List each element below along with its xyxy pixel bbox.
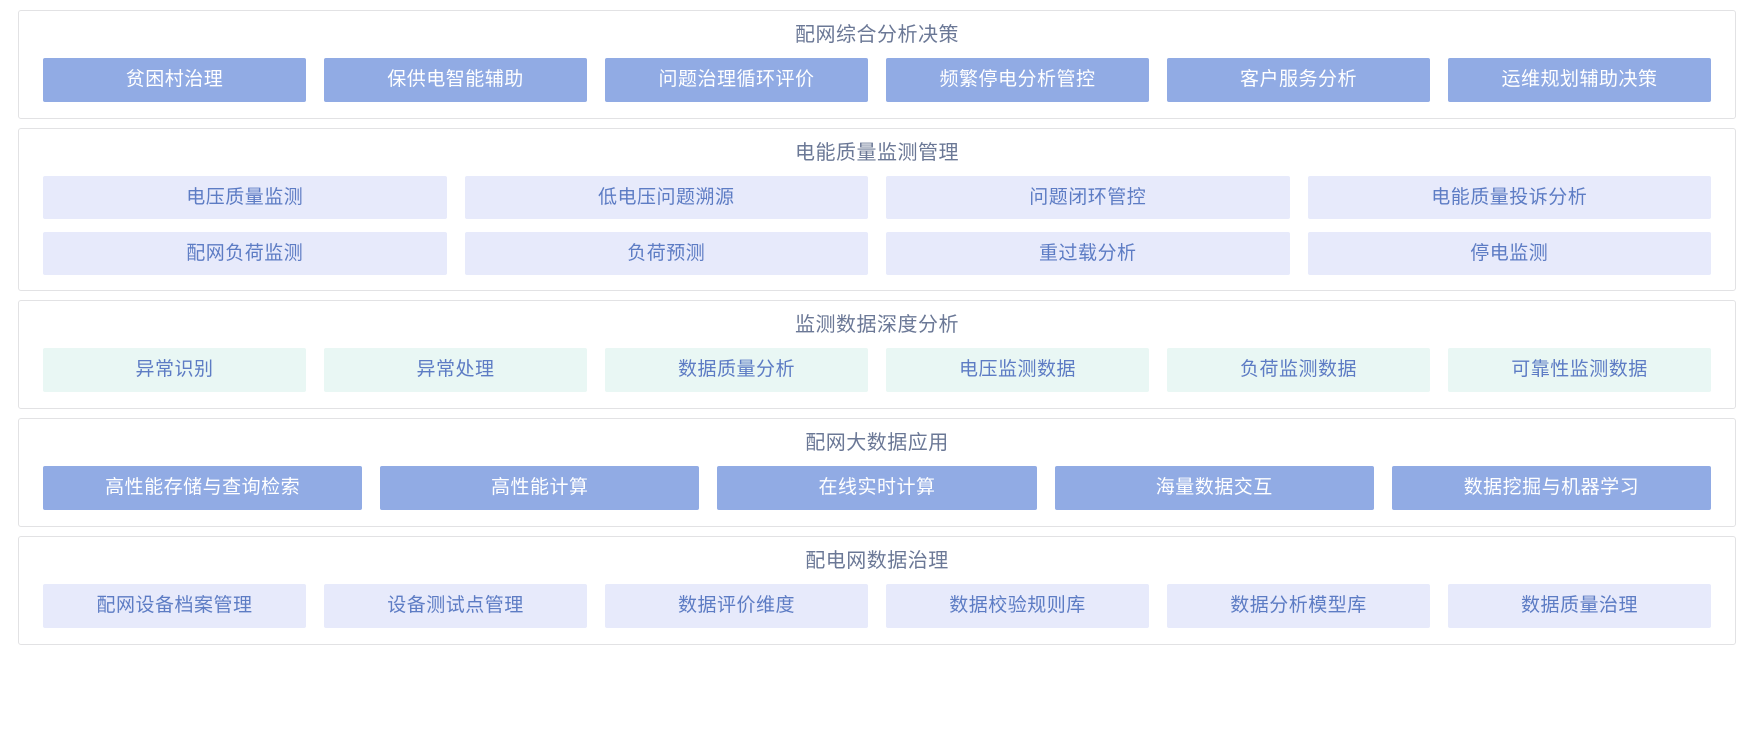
tile-button[interactable]: 负荷监测数据 [1167, 348, 1430, 392]
section-power-quality-monitoring-management: 电能质量监测管理电压质量监测低电压问题溯源问题闭环管控电能质量投诉分析配网负荷监… [18, 128, 1736, 291]
tile-button[interactable]: 设备测试点管理 [324, 584, 587, 628]
section-distribution-network-data-governance: 配电网数据治理配网设备档案管理设备测试点管理数据评价维度数据校验规则库数据分析模… [18, 536, 1736, 645]
tile-button[interactable]: 高性能存储与查询检索 [43, 466, 363, 510]
tile-button[interactable]: 可靠性监测数据 [1448, 348, 1711, 392]
tile-button[interactable]: 配网设备档案管理 [43, 584, 306, 628]
tile-button[interactable]: 负荷预测 [464, 232, 868, 275]
tile-button[interactable]: 电压质量监测 [43, 176, 447, 219]
section-title: 配网大数据应用 [805, 432, 949, 454]
tile-button[interactable]: 异常处理 [324, 348, 587, 392]
tile-button[interactable]: 数据质量治理 [1448, 584, 1711, 628]
tile-row: 异常识别异常处理数据质量分析电压监测数据负荷监测数据可靠性监测数据 [43, 348, 1711, 392]
tile-button[interactable]: 数据评价维度 [605, 584, 868, 628]
section-distribution-network-big-data-application: 配网大数据应用高性能存储与查询检索高性能计算在线实时计算海量数据交互数据挖掘与机… [18, 418, 1736, 527]
tile-button[interactable]: 重过载分析 [886, 232, 1290, 275]
section-title: 配电网数据治理 [805, 550, 949, 572]
tile-row: 配网设备档案管理设备测试点管理数据评价维度数据校验规则库数据分析模型库数据质量治… [43, 584, 1711, 628]
section-title: 电能质量监测管理 [795, 142, 959, 164]
tile-row: 贫困村治理保供电智能辅助问题治理循环评价频繁停电分析管控客户服务分析运维规划辅助… [43, 58, 1711, 102]
section-comprehensive-analysis-decision: 配网综合分析决策贫困村治理保供电智能辅助问题治理循环评价频繁停电分析管控客户服务… [18, 10, 1736, 119]
tile-button[interactable]: 配网负荷监测 [43, 232, 447, 275]
tile-button[interactable]: 停电监测 [1307, 232, 1711, 275]
tile-button[interactable]: 电压监测数据 [886, 348, 1149, 392]
section-title: 监测数据深度分析 [795, 314, 959, 336]
tile-button[interactable]: 低电压问题溯源 [464, 176, 868, 219]
tile-button[interactable]: 客户服务分析 [1167, 58, 1430, 102]
tile-button[interactable]: 高性能计算 [380, 466, 700, 510]
tile-row: 配网负荷监测负荷预测重过载分析停电监测 [43, 232, 1711, 275]
tile-button[interactable]: 保供电智能辅助 [324, 58, 587, 102]
tile-button[interactable]: 数据挖掘与机器学习 [1391, 466, 1712, 510]
section-monitoring-data-deep-analysis: 监测数据深度分析异常识别异常处理数据质量分析电压监测数据负荷监测数据可靠性监测数… [18, 300, 1736, 409]
tile-button[interactable]: 电能质量投诉分析 [1307, 176, 1711, 219]
tile-row: 高性能存储与查询检索高性能计算在线实时计算海量数据交互数据挖掘与机器学习 [43, 466, 1712, 510]
tile-button[interactable]: 在线实时计算 [717, 466, 1037, 510]
tile-button[interactable]: 数据分析模型库 [1167, 584, 1430, 628]
tile-button[interactable]: 问题闭环管控 [886, 176, 1290, 219]
tile-button[interactable]: 频繁停电分析管控 [886, 58, 1149, 102]
tile-button[interactable]: 贫困村治理 [43, 58, 306, 102]
tile-row: 电压质量监测低电压问题溯源问题闭环管控电能质量投诉分析 [43, 176, 1711, 219]
tile-button[interactable]: 问题治理循环评价 [605, 58, 868, 102]
tile-button[interactable]: 异常识别 [43, 348, 306, 392]
tile-button[interactable]: 数据校验规则库 [886, 584, 1149, 628]
tile-button[interactable]: 数据质量分析 [605, 348, 868, 392]
tile-button[interactable]: 运维规划辅助决策 [1448, 58, 1711, 102]
section-title: 配网综合分析决策 [795, 24, 959, 46]
tile-button[interactable]: 海量数据交互 [1054, 466, 1374, 510]
